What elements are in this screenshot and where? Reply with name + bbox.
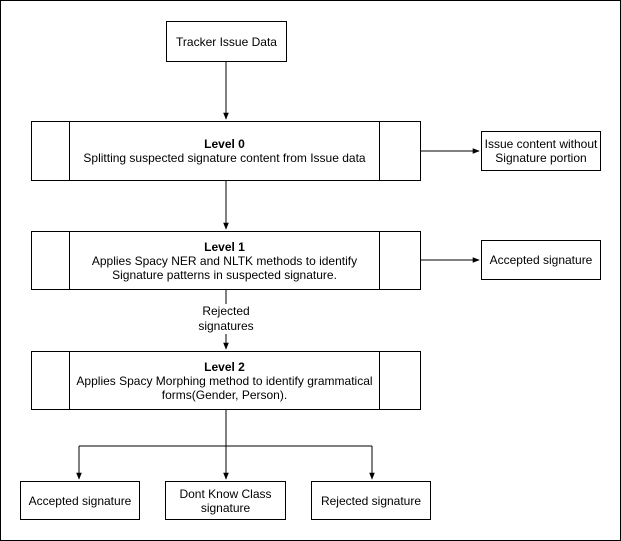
level-1-line2: Signature patterns in suspected signatur…	[112, 267, 337, 282]
process-bar-left	[69, 232, 70, 289]
dont-know-line1: Dont Know Class	[179, 486, 272, 501]
node-dont-know-class: Dont Know Class signature	[165, 481, 286, 520]
rejected-label: Rejected signature	[320, 493, 422, 508]
edge-label-rejected-signatures: Rejected signatures	[192, 304, 260, 334]
level-2-title: Level 2	[204, 359, 245, 374]
edge-label-line1: Rejected	[202, 304, 250, 318]
dont-know-line2: signature	[200, 500, 251, 515]
level-2-line1: Applies Spacy Morphing method to identif…	[76, 373, 373, 388]
node-level-2: Level 2 Applies Spacy Morphing method to…	[31, 351, 421, 410]
level-0-text: Splitting suspected signature content fr…	[83, 151, 366, 165]
node-issue-content: Issue content without Signature portion	[481, 131, 601, 171]
issue-content-line2: Signature portion	[495, 151, 587, 165]
process-bar-left	[69, 122, 70, 180]
accepted-right-label: Accepted signature	[489, 253, 593, 267]
node-tracker-issue-data: Tracker Issue Data	[166, 21, 287, 62]
node-level-0: Level 0 Splitting suspected signature co…	[31, 121, 421, 181]
process-bar-right	[379, 352, 380, 409]
issue-content-line1: Issue content without	[484, 137, 598, 151]
accepted-bottom-label: Accepted signature	[28, 493, 132, 508]
level-1-title: Level 1	[204, 239, 245, 254]
node-tracker-label: Tracker Issue Data	[176, 34, 277, 49]
node-accepted-signature-bottom: Accepted signature	[20, 481, 140, 520]
level-0-title: Level 0	[204, 137, 245, 151]
process-bar-right	[379, 122, 380, 180]
process-bar-right	[379, 232, 380, 289]
level-1-line1: Applies Spacy NER and NLTK methods to id…	[91, 253, 358, 268]
level-2-line2: forms(Gender, Person).	[161, 387, 288, 402]
node-rejected-signature: Rejected signature	[311, 481, 431, 520]
node-accepted-signature-right: Accepted signature	[481, 240, 601, 280]
node-level-1: Level 1 Applies Spacy NER and NLTK metho…	[31, 231, 421, 290]
edge-label-line2: signatures	[198, 319, 254, 333]
process-bar-left	[69, 352, 70, 409]
